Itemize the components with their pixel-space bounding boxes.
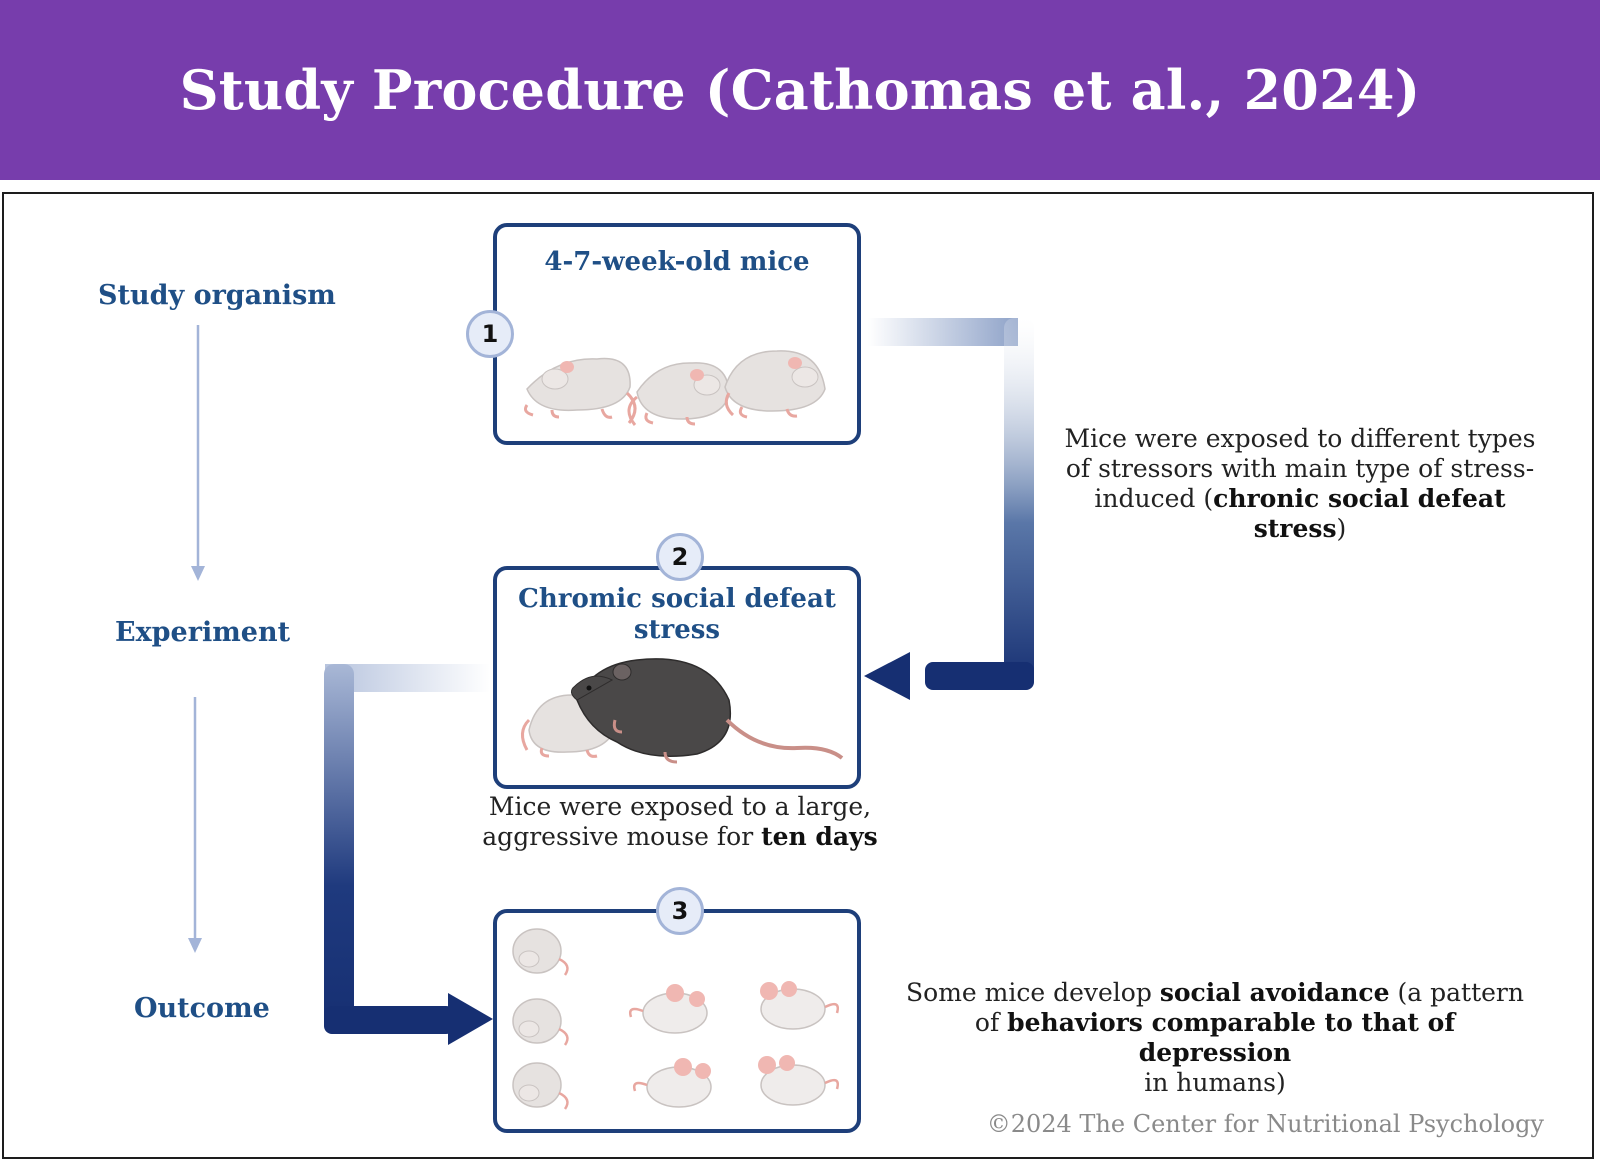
note-outcome-emphasis-2: behaviors comparable to that of depressi… [1007, 1008, 1456, 1067]
avoidant-mice-group [512, 928, 569, 1110]
panel-social-defeat: Chromic social defeat stress [493, 566, 861, 789]
defeat-stress-illustration [521, 658, 844, 764]
white-mouse-3 [724, 350, 826, 419]
note-outcome-line2-prefix: of [974, 1008, 1008, 1037]
panel-outcome [493, 909, 861, 1133]
step-badge-3: 3 [656, 887, 704, 935]
standing-mouse-2 [760, 981, 839, 1030]
note-outcome-line1-suffix: (a pattern [1389, 978, 1524, 1007]
step-badge-1: 1 [466, 310, 514, 358]
note-outcome-line1: Some mice develop social avoidance (a pa… [905, 978, 1525, 1008]
note-outcome-line3: in humans) [1144, 1068, 1286, 1097]
huddled-mouse-1 [512, 928, 569, 976]
timeline-arrow-2 [188, 697, 202, 953]
standing-mouse-3 [633, 1058, 712, 1108]
panel-2-title-line2: stress [633, 615, 721, 645]
huddled-mouse-2 [512, 998, 569, 1046]
note-outcome-emphasis-1: social avoidance [1159, 978, 1390, 1007]
step-badge-2: 2 [656, 533, 704, 581]
note-stressors-line3-prefix: induced ( [1094, 484, 1214, 513]
outcome-mice-illustration [512, 928, 839, 1110]
note-stressors-line1: Mice were exposed to different types [1064, 424, 1536, 453]
header-banner: Study Procedure (Cathomas et al., 2024) [0, 0, 1600, 180]
note-exposure: Mice were exposed to a large, aggressive… [470, 792, 890, 852]
black-aggressor-mouse [571, 658, 844, 764]
note-exposure-line2: aggressive mouse for ten days [470, 822, 890, 852]
note-outcome-line1-prefix: Some mice develop [906, 978, 1160, 1007]
note-stressors-emphasis: chronic social defeat stress [1213, 484, 1506, 543]
note-outcome: Some mice develop social avoidance (a pa… [905, 978, 1525, 1098]
copyright-notice: ©2024 The Center for Nutritional Psychol… [986, 1110, 1544, 1138]
standing-mouse-1 [629, 984, 708, 1034]
note-stressors-line3-suffix: ) [1336, 514, 1347, 543]
white-mouse-1 [524, 357, 637, 424]
diagram-frame [2, 192, 1594, 1159]
social-mice-group [629, 981, 839, 1108]
stage-label-outcome: Outcome [134, 993, 270, 1024]
page-title: Study Procedure (Cathomas et al., 2024) [179, 58, 1421, 122]
arrow-step1-to-step2 [864, 318, 1034, 700]
note-stressors: Mice were exposed to different types of … [1050, 424, 1550, 544]
note-exposure-emphasis: ten days [761, 822, 878, 851]
note-stressors-line3: induced (chronic social defeat stress) [1050, 484, 1550, 544]
timeline-arrow-1 [191, 325, 205, 581]
panel-2-title-line1: Chromic social defeat [518, 584, 836, 614]
note-stressors-line2: of stressors with main type of stress- [1065, 454, 1535, 483]
young-mice-illustration [524, 350, 826, 426]
white-mouse-2 [627, 362, 730, 426]
arrow-step2-to-step3 [324, 664, 493, 1045]
standing-mouse-4 [758, 1055, 839, 1106]
stage-label-experiment: Experiment [115, 617, 291, 648]
stage-label-organism: Study organism [98, 280, 336, 311]
huddled-mouse-3 [512, 1062, 569, 1110]
note-exposure-line1: Mice were exposed to a large, [488, 792, 872, 821]
panel-1-title: 4-7-week-old mice [544, 247, 810, 277]
note-outcome-line2: of behaviors comparable to that of depre… [905, 1008, 1525, 1068]
panel-study-organism: 4-7-week-old mice [493, 223, 861, 445]
note-exposure-line2-prefix: aggressive mouse for [482, 822, 762, 851]
